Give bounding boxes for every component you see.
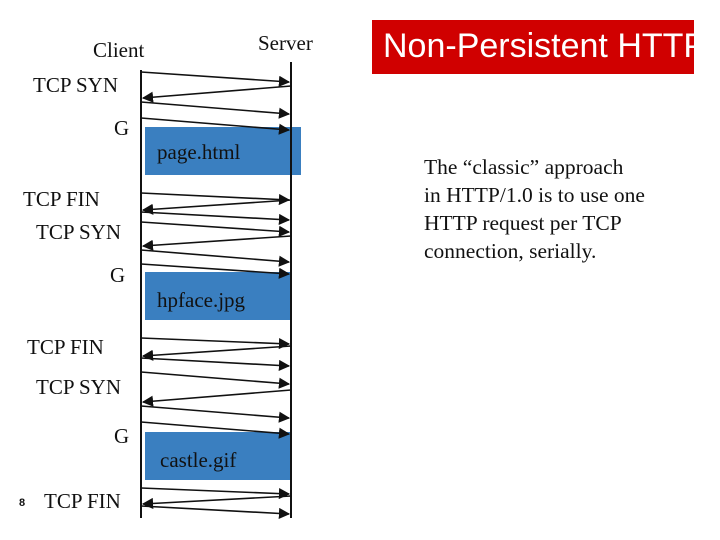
label-castle-gif: castle.gif <box>160 448 237 472</box>
arrow-ack-3 <box>140 405 291 423</box>
label-hpface-jpg: hpface.jpg <box>157 288 246 312</box>
label-page-html: page.html <box>157 140 241 164</box>
server-label: Server <box>258 31 313 55</box>
label-tcp-fin-3: TCP FIN <box>44 489 121 513</box>
label-tcp-fin-1: TCP FIN <box>23 187 100 211</box>
arrow-synack-3 <box>141 389 292 407</box>
label-tcp-syn-3: TCP SYN <box>36 375 121 399</box>
arrow-fin-1c <box>140 211 291 226</box>
arrow-synack-1 <box>141 85 292 103</box>
arrow-ack-2 <box>140 249 291 267</box>
arrow-syn-2 <box>140 221 291 237</box>
slide-title: Non-Persistent HTTP <box>383 27 694 65</box>
title-banner: Non-Persistent HTTP <box>372 20 694 74</box>
label-tcp-fin-2: TCP FIN <box>27 335 104 359</box>
description-line: The “classic” approach <box>424 155 624 179</box>
response-box-page-html <box>145 127 301 175</box>
arrow-get-1 <box>140 117 291 135</box>
arrow-fin-2c <box>140 357 291 372</box>
description-line: HTTP request per TCP <box>424 211 622 235</box>
description-line: connection, serially. <box>424 239 597 263</box>
arrow-get-2 <box>140 263 291 279</box>
arrow-fin-1a <box>140 192 291 206</box>
arrow-synack-2 <box>141 235 292 251</box>
arrow-get-3 <box>140 421 291 439</box>
arrow-syn-3 <box>140 371 291 389</box>
response-box-hpface-jpg <box>145 272 291 320</box>
arrow-syn-1 <box>140 71 291 87</box>
label-tcp-syn-2: TCP SYN <box>36 220 121 244</box>
arrow-fin-3c <box>140 505 291 520</box>
label-get-2: G <box>110 263 126 287</box>
response-box-castle-gif <box>145 432 291 480</box>
label-tcp-syn-1: TCP SYN <box>33 73 118 97</box>
arrow-fin-2a <box>140 337 291 350</box>
description-line: in HTTP/1.0 is to use one <box>424 183 645 207</box>
arrow-ack-1 <box>140 101 291 119</box>
label-get-3: G <box>114 424 130 448</box>
arrow-fin-1b <box>141 199 292 215</box>
arrow-fin-2b <box>141 345 292 361</box>
page-number: 8 <box>19 497 26 509</box>
arrow-fin-3b <box>141 495 292 510</box>
client-label: Client <box>93 38 145 62</box>
description: The “classic” approach in HTTP/1.0 is to… <box>424 153 714 265</box>
label-get-1: G <box>114 116 130 140</box>
arrow-fin-3a <box>140 487 291 500</box>
